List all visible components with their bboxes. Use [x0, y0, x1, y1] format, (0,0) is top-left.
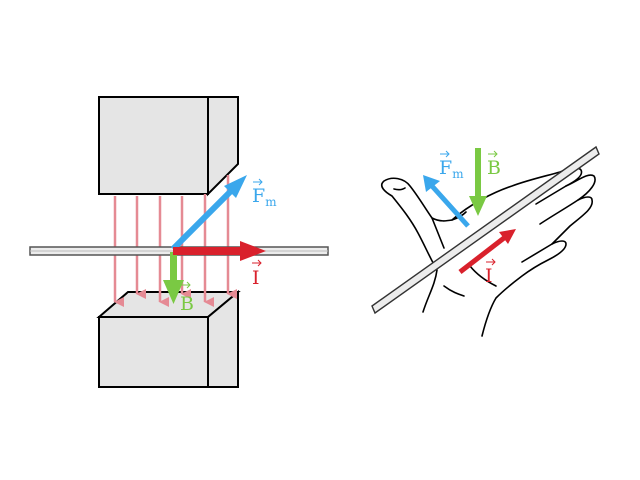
svg-text:B: B	[487, 157, 501, 179]
current-vector-arrow	[173, 241, 266, 261]
hand-field-vector-arrow	[469, 148, 487, 216]
hand-current-vector-arrow	[458, 229, 516, 274]
hand-force-vector-arrow	[423, 175, 470, 228]
hand-conductor-wire	[371, 145, 600, 315]
left-force-label: Fm	[252, 178, 277, 209]
svg-text:Fm: Fm	[252, 185, 277, 209]
left-field-label: B	[180, 281, 194, 315]
field-vector-arrow	[163, 252, 184, 304]
right-current-label: I	[485, 258, 496, 287]
top-magnet-pole	[98, 96, 239, 197]
svg-text:Fm: Fm	[439, 157, 464, 181]
force-vector-arrow	[170, 175, 247, 252]
left-current-label: I	[252, 259, 262, 289]
svg-text:I: I	[252, 267, 260, 289]
right-illustration: Fm B I	[371, 145, 600, 337]
left-illustration: Fm B I	[29, 96, 329, 388]
svg-text:B: B	[180, 293, 194, 315]
bottom-magnet-pole	[96, 289, 241, 388]
right-field-label: B	[487, 150, 501, 179]
right-force-label: Fm	[439, 150, 464, 181]
svg-text:I: I	[485, 265, 493, 287]
